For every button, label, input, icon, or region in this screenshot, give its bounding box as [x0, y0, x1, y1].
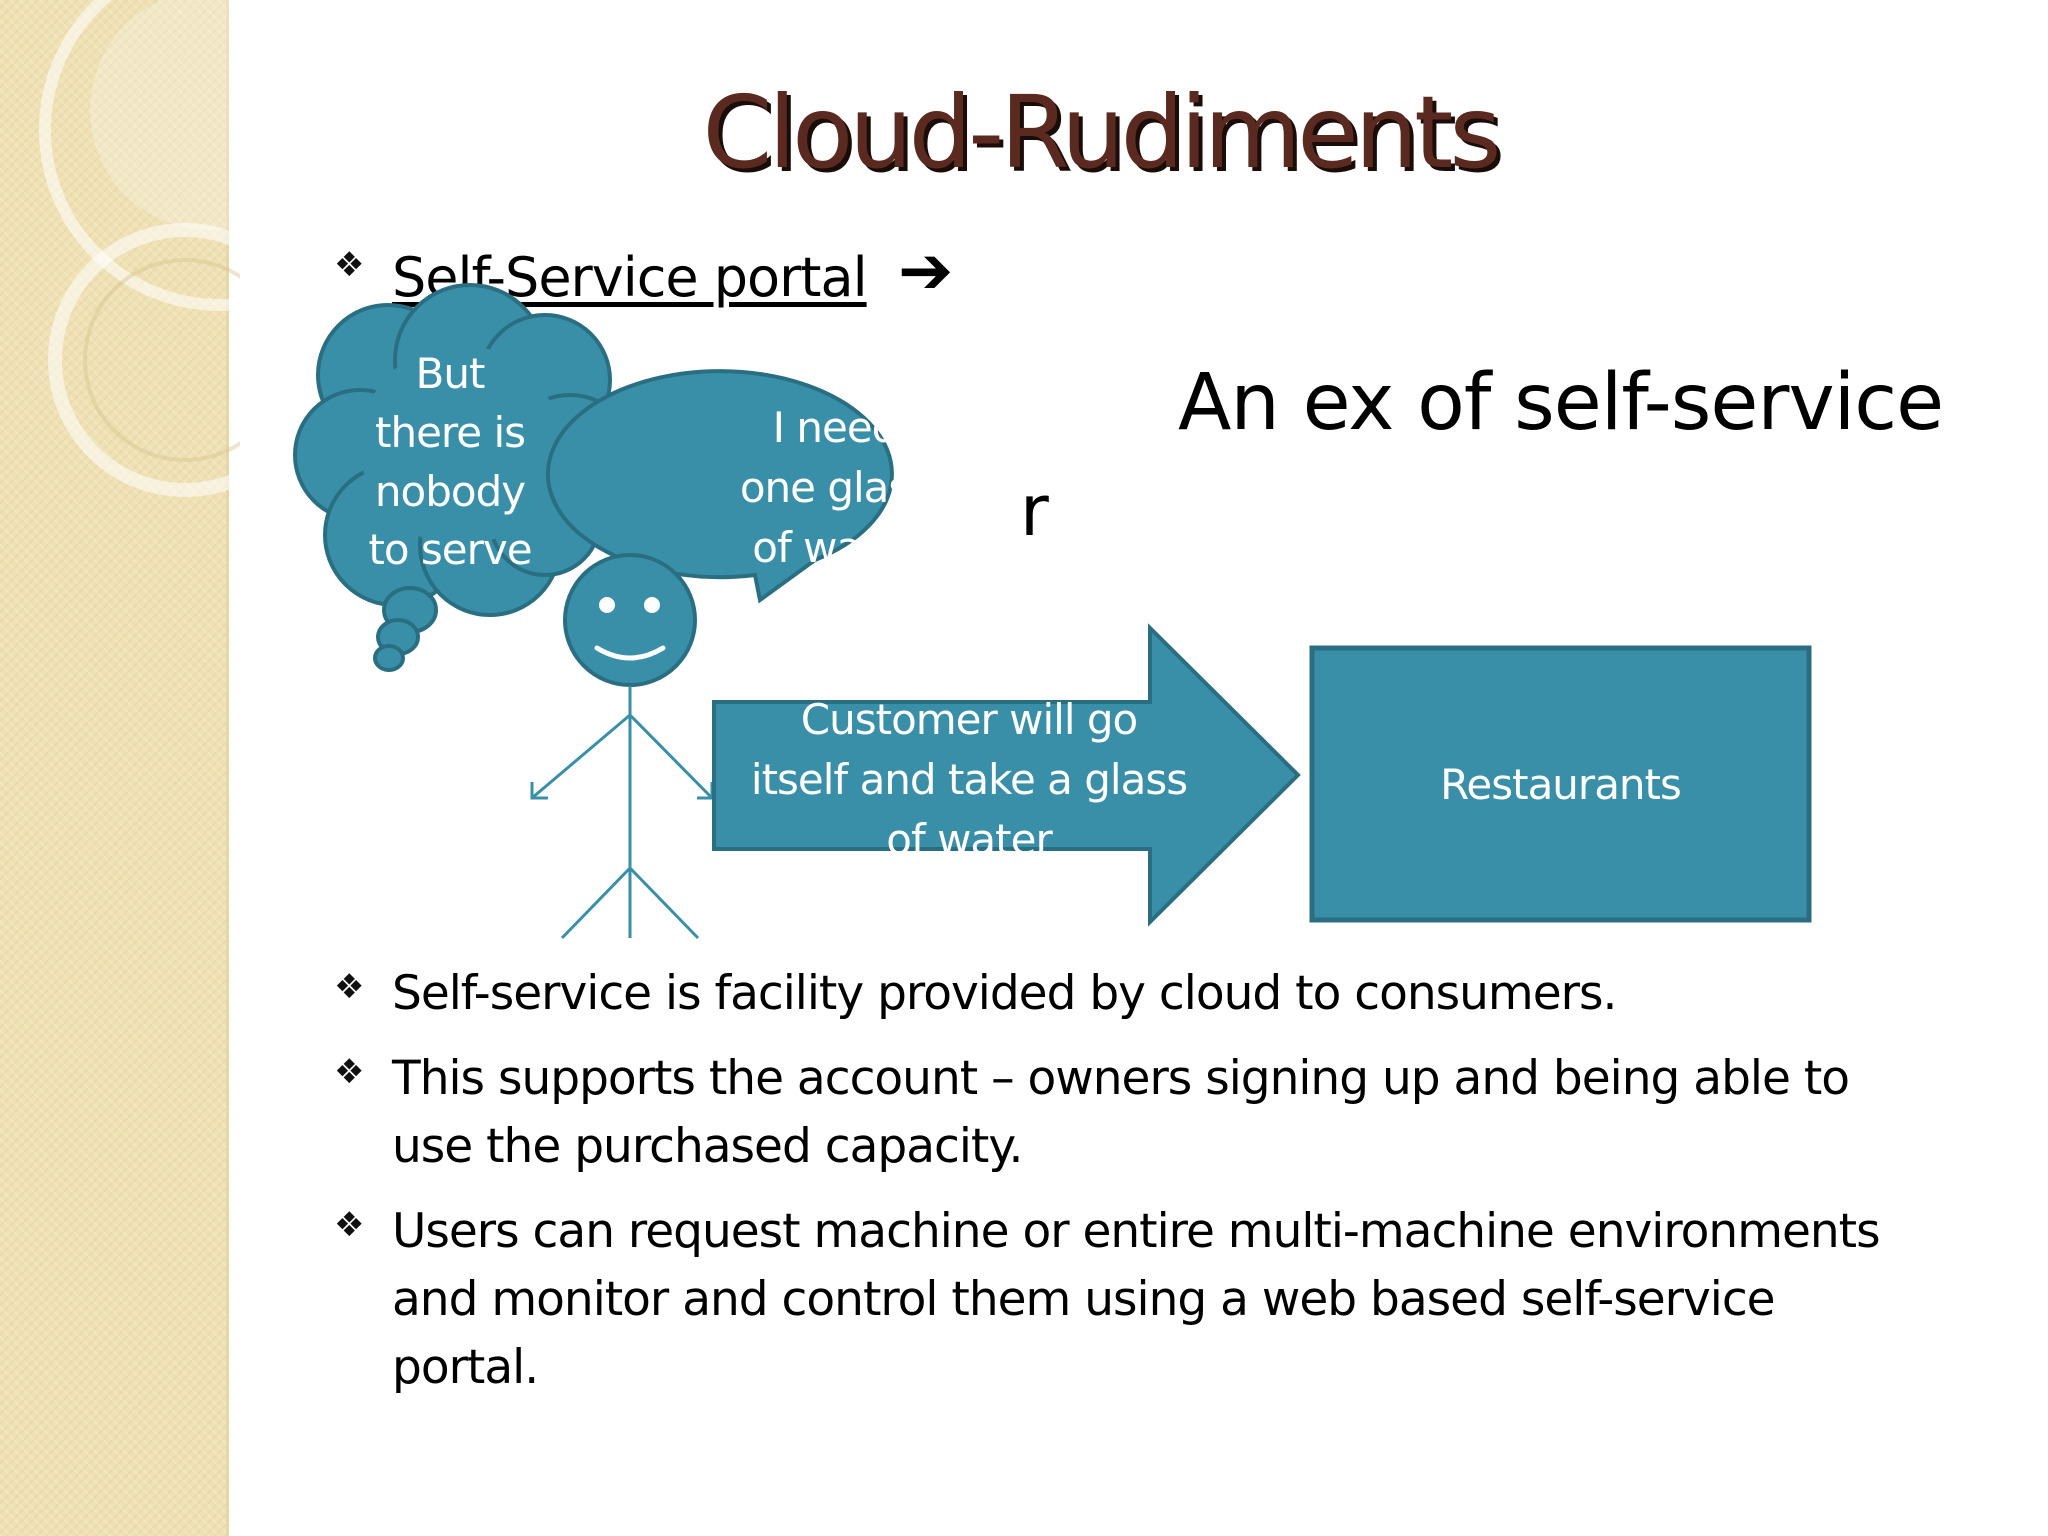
arrow-text-clip: Customer will go itself and take a glass…: [714, 690, 1234, 855]
bullet-diamond-icon: ❖: [334, 1052, 365, 1092]
bullet-diamond-icon: ❖: [334, 1205, 365, 1245]
right-arrow-icon: ➔: [898, 232, 954, 309]
restaurants-box: [1309, 645, 1812, 923]
example-caption: An ex of self-service: [1178, 358, 1944, 448]
bullet-diamond-icon: ❖: [334, 967, 365, 1007]
arrow-text: Customer will go itself and take a glass…: [750, 695, 1188, 855]
speech-bubble: [545, 369, 894, 604]
restaurants-label: Restaurants: [1440, 760, 1682, 809]
stray-letter: r: [1020, 470, 1049, 552]
bullet-1: Self-service is facility provided by clo…: [392, 966, 1617, 1021]
decorative-rings-icon: [39, 0, 240, 497]
bullet-2: This supports the account – owners signi…: [392, 1051, 1850, 1174]
slide-title: Cloud-Rudiments: [702, 74, 1502, 191]
thought-bubble-text: But there is nobody to serve: [368, 349, 532, 575]
stick-figure: [530, 553, 714, 940]
block-arrow: [712, 623, 1301, 927]
speech-bubble-text: I need one glass of water: [739, 403, 931, 572]
bullet-diamond-icon: ❖: [334, 245, 365, 285]
bullet-3: Users can request machine or entire mult…: [392, 1204, 1881, 1395]
